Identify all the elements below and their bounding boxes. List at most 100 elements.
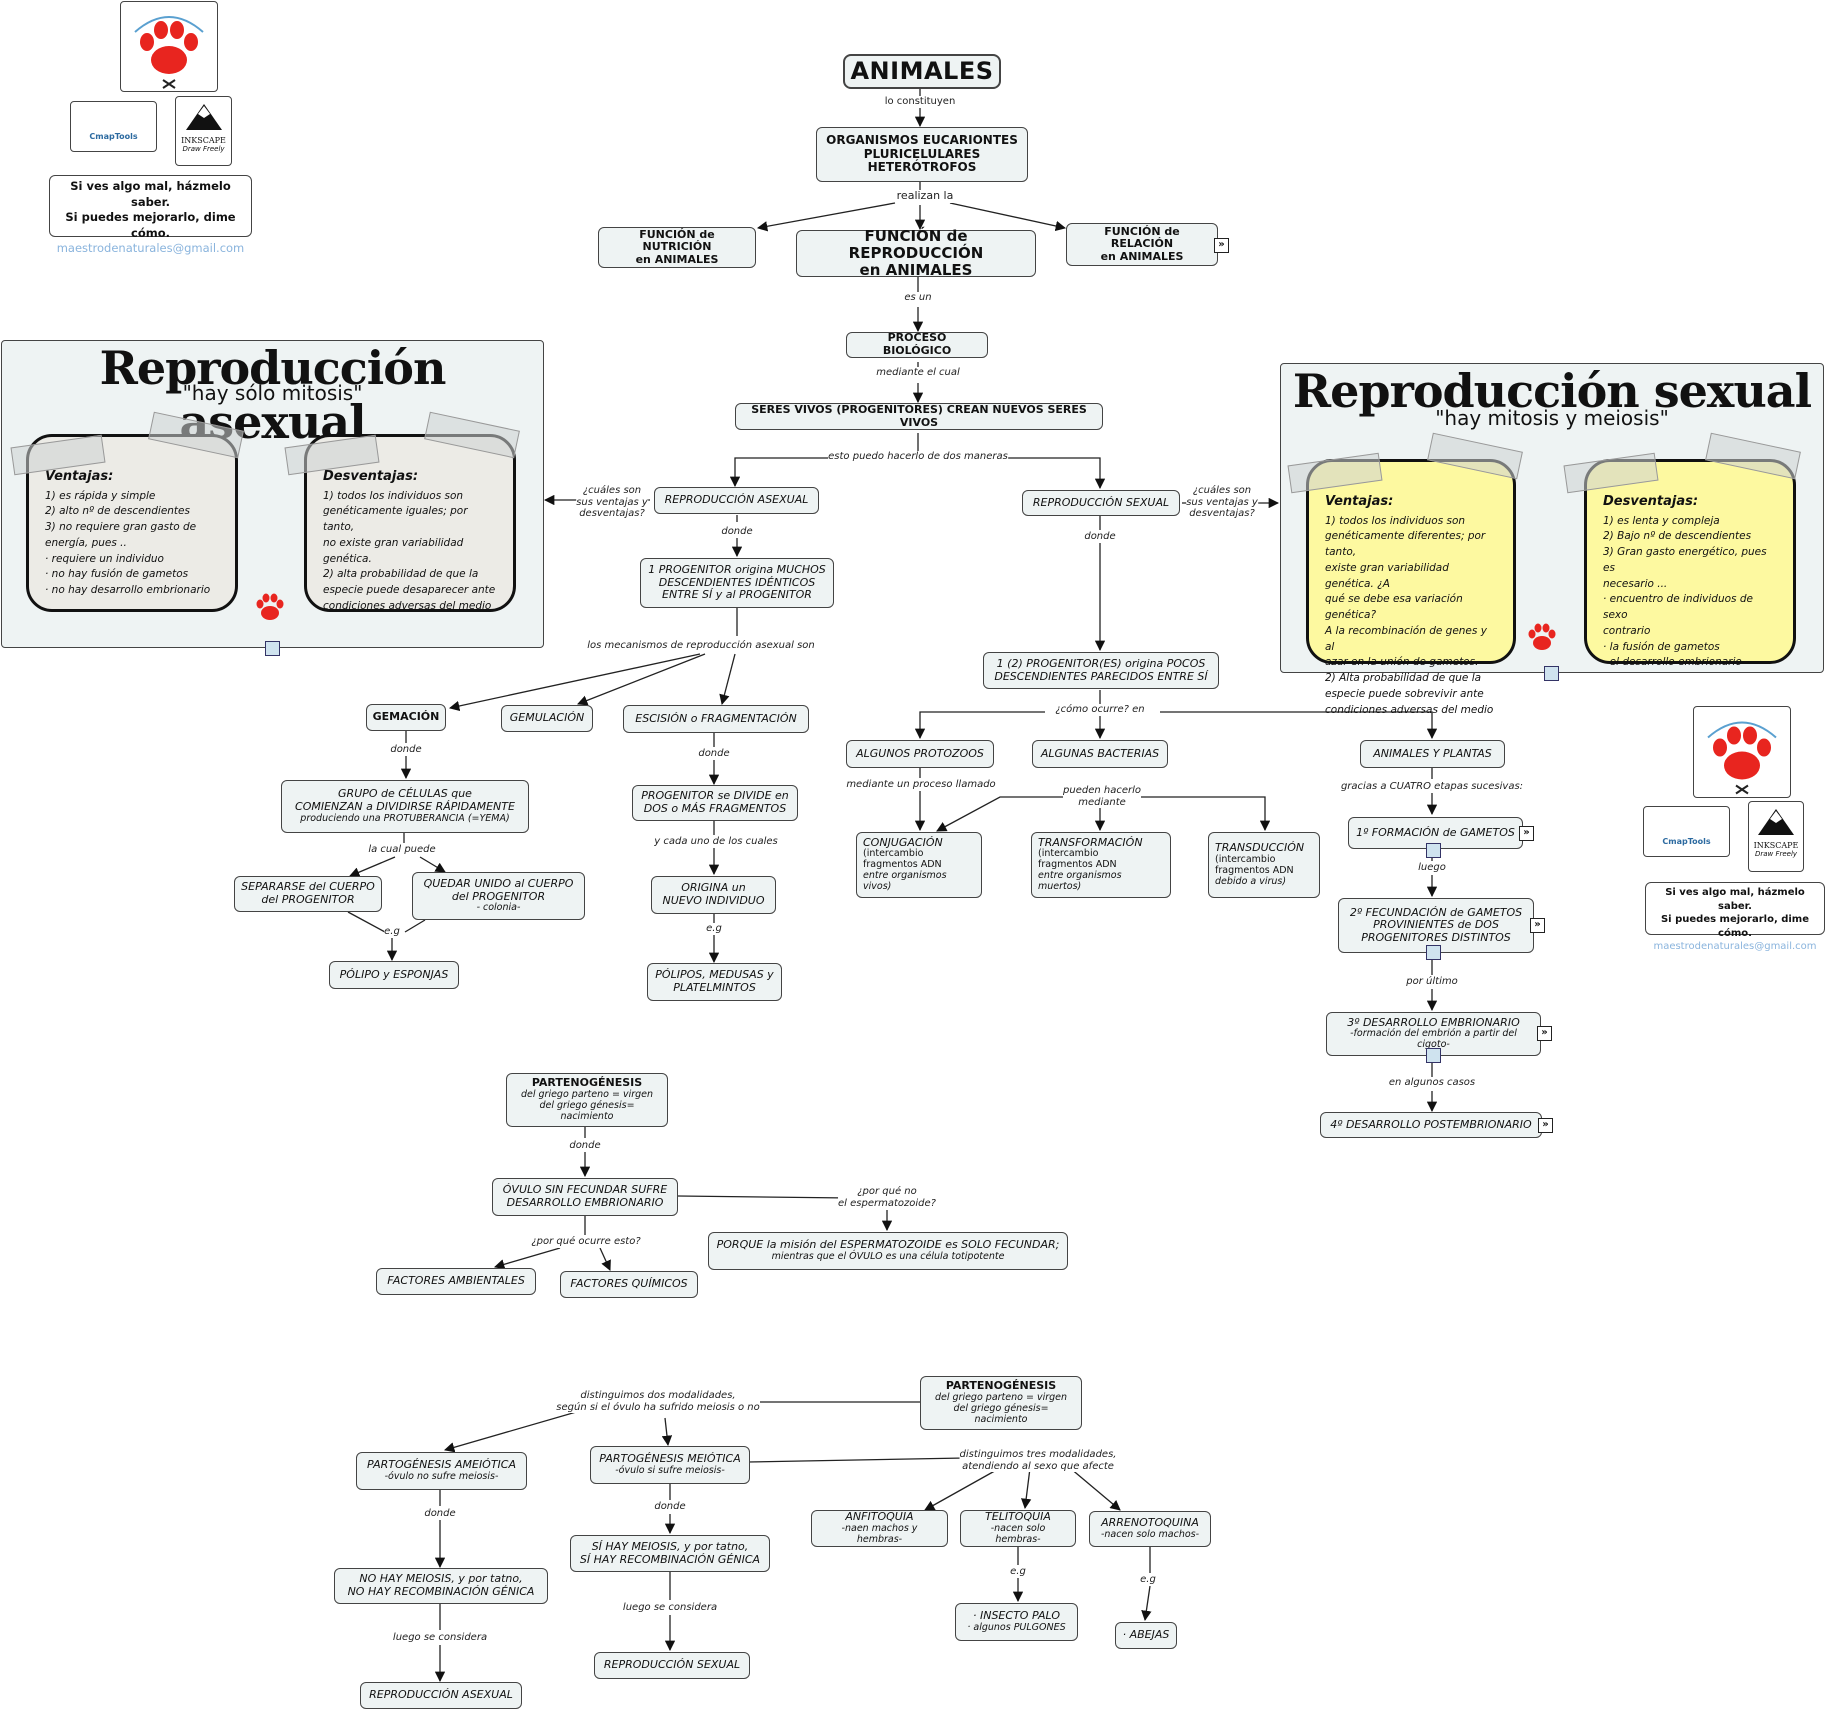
- node-quedar-unido[interactable]: QUEDAR UNIDO al CUERPO del PROGENITOR - …: [412, 872, 585, 920]
- asexual-ventajas-6: · no hay fusión de gametos: [45, 568, 189, 581]
- feedback-email-link[interactable]: maestrodenaturales@gmail.com: [56, 241, 245, 256]
- paw-logo-icon: [1528, 623, 1556, 650]
- node-relacion[interactable]: FUNCIÓN de RELACIÓN en ANIMALES: [1066, 223, 1218, 266]
- node-porque-line-1: PORQUE la misión del ESPERMATOZOIDE es S…: [716, 1238, 1060, 1252]
- node-insecto-palo[interactable]: · INSECTO PALO · algunos PULGONES: [955, 1603, 1078, 1641]
- sexual-ventajas-5: A la recombinación de genes y al: [1325, 624, 1487, 653]
- image-icon[interactable]: [1426, 945, 1441, 960]
- cmaptools-logo: CmapTools: [1643, 806, 1730, 857]
- feedback-email-link[interactable]: maestrodenaturales@gmail.com: [1653, 941, 1817, 952]
- asexual-desventajas-1: 1) todos los individuos son: [323, 489, 464, 502]
- node-partenogenesis-1[interactable]: PARTENOGÉNESIS del griego parteno = virg…: [506, 1073, 668, 1127]
- expand-arrows-icon[interactable]: »: [1519, 826, 1534, 841]
- node-bacterias[interactable]: ALGUNAS BACTERIAS: [1032, 740, 1168, 768]
- node-escision[interactable]: ESCISIÓN o FRAGMENTACIÓN: [623, 705, 809, 733]
- node-dos-progenitores[interactable]: 1 (2) PROGENITOR(ES) origina POCOS DESCE…: [983, 652, 1219, 689]
- link-por-que-no-1: ¿por qué no: [857, 1186, 917, 1197]
- node-conjugacion-line-3: fragmentos ADN: [863, 859, 942, 871]
- link-donde-escision: donde: [698, 748, 730, 760]
- node-porque-line-2: mientras que el ÓVULO es una célula toti…: [771, 1250, 1005, 1262]
- sexual-desventajas-4: necesario ...: [1603, 577, 1668, 590]
- node-conjugacion[interactable]: CONJUGACIÓN (intercambio fragmentos ADN …: [856, 832, 982, 898]
- node-gemacion[interactable]: GEMACIÓN: [366, 704, 446, 731]
- node-separarse[interactable]: SEPARARSE del CUERPO del PROGENITOR: [234, 876, 382, 912]
- image-icon[interactable]: [265, 641, 280, 656]
- node-transformacion[interactable]: TRANSFORMACIÓN (intercambio fragmentos A…: [1031, 832, 1171, 898]
- node-origina[interactable]: ORIGINA un NUEVO INDIVIDUO: [651, 876, 776, 914]
- node-grupo-celulas-line-2: COMIENZAN a DIVIDIRSE RÁPIDAMENTE: [295, 800, 515, 814]
- node-un-progenitor-line-3: ENTRE SÍ y al PROGENITOR: [662, 588, 812, 602]
- image-icon[interactable]: [1426, 843, 1441, 858]
- node-factores-quimicos[interactable]: FACTORES QUÍMICOS: [560, 1271, 698, 1298]
- node-progenitor-divide[interactable]: PROGENITOR se DIVIDE en DOS o MÁS FRAGME…: [632, 785, 798, 821]
- node-gemulacion[interactable]: GEMULACIÓN: [501, 705, 593, 732]
- node-seres-vivos[interactable]: SERES VIVOS (PROGENITORES) CREAN NUEVOS …: [735, 403, 1103, 430]
- node-un-progenitor-line-2: DESCENDIENTES IDÉNTICOS: [658, 575, 816, 589]
- node-postembrionario[interactable]: 4º DESARROLLO POSTEMBRIONARIO: [1320, 1112, 1542, 1138]
- node-porque[interactable]: PORQUE la misión del ESPERMATOZOIDE es S…: [708, 1232, 1068, 1270]
- asexual-ventajas-1: 1) es rápida y simple: [45, 489, 156, 502]
- node-dos-progenitores-line-1: 1 (2) PROGENITOR(ES) origina POCOS: [996, 656, 1206, 670]
- node-reproduccion[interactable]: FUNCIÓN de REPRODUCCIÓN en ANIMALES: [796, 226, 1036, 279]
- node-factores-ambientales[interactable]: FACTORES AMBIENTALES: [376, 1268, 536, 1295]
- node-proceso[interactable]: PROCESO BIOLÓGICO: [846, 332, 988, 358]
- node-no-meiosis[interactable]: NO HAY MEIOSIS, y por tatno, NO HAY RECO…: [334, 1568, 548, 1604]
- node-telitoquia-line-2: -nacen solo hembras-: [990, 1522, 1046, 1545]
- node-arrenotoquina[interactable]: ARRENOTOQUINA -nacen solo machos-: [1089, 1511, 1211, 1547]
- node-anfitoquia[interactable]: ANFITOQUIA -naen machos y hembras-: [811, 1510, 948, 1547]
- node-un-progenitor[interactable]: 1 PROGENITOR origina MUCHOS DESCENDIENTE…: [640, 558, 834, 608]
- link-realizan-la: realizan la: [896, 189, 954, 203]
- node-partenogenesis-2[interactable]: PARTENOGÉNESIS del griego parteno = virg…: [920, 1376, 1082, 1430]
- link-en-algunos-casos: en algunos casos: [1388, 1077, 1476, 1089]
- sexual-desventajas-2: 2) Bajo nº de descendientes: [1603, 530, 1752, 543]
- node-telitoquia[interactable]: TELITOQUIA -nacen solo hembras-: [960, 1510, 1076, 1547]
- node-meiotica-line-1: PARTOGÉNESIS MEIÓTICA: [599, 1452, 741, 1466]
- node-organismos[interactable]: ORGANISMOS EUCARIONTES PLURICELULARES HE…: [816, 127, 1028, 182]
- node-partenogenesis-1-line-3: del griego génesis= nacimiento: [539, 1099, 635, 1122]
- node-rep-sexual-2[interactable]: REPRODUCCIÓN SEXUAL: [594, 1652, 750, 1679]
- node-nutricion[interactable]: FUNCIÓN de NUTRICIÓN en ANIMALES: [598, 227, 756, 268]
- link-ventajas-sexual-3: desventajas?: [1189, 508, 1255, 519]
- node-si-meiosis[interactable]: SÍ HAY MEIOSIS, y por tatno, SÍ HAY RECO…: [570, 1535, 770, 1572]
- sexual-desventajas-7: · la fusión de gametos: [1603, 640, 1720, 653]
- expand-arrows-icon[interactable]: »: [1530, 918, 1545, 933]
- expand-arrows-icon[interactable]: »: [1537, 1026, 1552, 1041]
- node-grupo-celulas-line-1: GRUPO de CÉLULAS que: [338, 787, 472, 801]
- node-polipo[interactable]: PÓLIPO y ESPONJAS: [329, 961, 459, 989]
- asexual-panel-subtitle: "hay sólo mitosis": [182, 381, 363, 405]
- node-abejas[interactable]: · ABEJAS: [1115, 1622, 1177, 1649]
- node-rep-asexual[interactable]: REPRODUCCIÓN ASEXUAL: [654, 487, 819, 514]
- expand-arrows-icon[interactable]: »: [1538, 1118, 1553, 1133]
- image-icon[interactable]: [1426, 1048, 1441, 1063]
- node-animales[interactable]: ANIMALES: [843, 54, 1001, 89]
- node-partenogenesis-1-line-1: PARTENOGÉNESIS: [531, 1076, 643, 1090]
- expand-arrows-icon[interactable]: »: [1214, 238, 1229, 253]
- sexual-panel-title: Reproducción sexual: [1292, 364, 1812, 418]
- sexual-desventajas-6: contrario: [1603, 624, 1651, 637]
- node-quedar-unido-line-2: del PROGENITOR: [451, 889, 546, 903]
- sexual-ventajas-7: 2) Alta probabilidad de que la: [1325, 672, 1482, 684]
- link-distinguimos-tres-1: distinguimos tres modalidades,: [959, 1449, 1117, 1460]
- node-rep-asexual-2[interactable]: REPRODUCCIÓN ASEXUAL: [360, 1682, 522, 1709]
- node-polipos-medusas-line-1: PÓLIPOS, MEDUSAS y: [655, 968, 774, 982]
- node-ameiotica[interactable]: PARTOGÉNESIS AMEIÓTICA -óvulo no sufre m…: [356, 1452, 527, 1490]
- sexual-ventajas-3: existe gran variabilidad genética. ¿A: [1325, 561, 1449, 590]
- node-rep-sexual[interactable]: REPRODUCCIÓN SEXUAL: [1022, 490, 1180, 516]
- link-eg-telitoquia: e.g: [1010, 1566, 1026, 1578]
- node-reproduccion-line-1: FUNCIÓN de REPRODUCCIÓN: [848, 226, 984, 262]
- link-pueden-hacerlo: pueden hacerlo mediante: [1063, 785, 1141, 808]
- node-fecundacion-line-2: PROVINIENTES de DOS: [1373, 918, 1499, 932]
- node-insecto-palo-line-2: · algunos PULGONES: [967, 1621, 1066, 1633]
- node-ovulo[interactable]: ÓVULO SIN FECUNDAR SUFRE DESARROLLO EMBR…: [492, 1178, 678, 1216]
- link-distinguimos-dos-1: distinguimos dos modalidades,: [580, 1390, 736, 1401]
- node-fecundacion[interactable]: 2º FECUNDACIÓN de GAMETOS PROVINIENTES d…: [1338, 898, 1534, 953]
- node-meiotica[interactable]: PARTOGÉNESIS MEIÓTICA -óvulo si sufre me…: [590, 1446, 750, 1484]
- node-transduccion[interactable]: TRANSDUCCIÓN (intercambio fragmentos ADN…: [1208, 832, 1320, 898]
- node-embrionario[interactable]: 3º DESARROLLO EMBRIONARIO -formación del…: [1326, 1012, 1541, 1056]
- node-protozoos[interactable]: ALGUNOS PROTOZOOS: [846, 740, 994, 768]
- node-grupo-celulas[interactable]: GRUPO de CÉLULAS que COMIENZAN a DIVIDIR…: [281, 780, 529, 833]
- node-polipos-medusas[interactable]: PÓLIPOS, MEDUSAS y PLATELMINTOS: [647, 963, 782, 1001]
- image-icon[interactable]: [1544, 666, 1559, 681]
- node-animales-plantas[interactable]: ANIMALES Y PLANTAS: [1360, 740, 1505, 768]
- node-separarse-line-1: SEPARARSE del CUERPO: [241, 880, 375, 894]
